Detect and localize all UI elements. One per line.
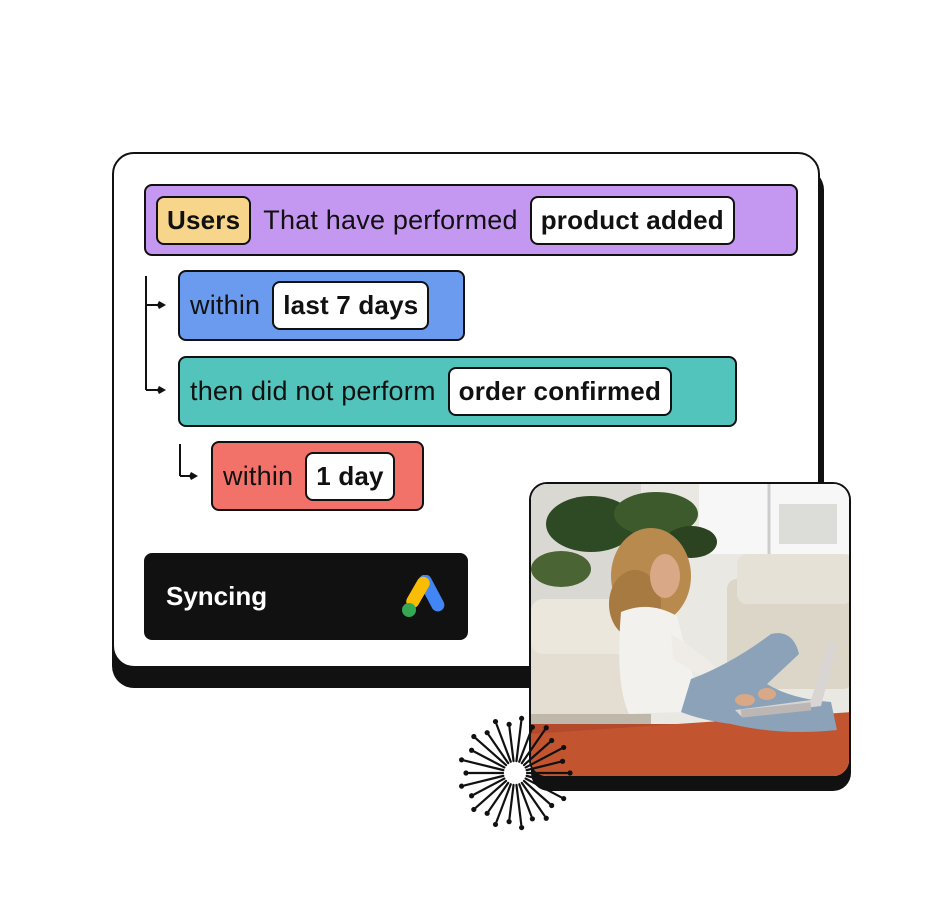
photo-illustration (531, 484, 849, 776)
burst-ray (473, 777, 506, 796)
segment-condition-row: Users That have performed product added (144, 184, 798, 256)
person-with-laptop-photo (529, 482, 851, 778)
burst-dot (543, 815, 549, 821)
burst-dot (561, 795, 567, 802)
burst-ray (520, 781, 546, 817)
time-window-row-2: within 1 day (211, 441, 424, 511)
burst-dot (529, 816, 535, 822)
burst-dot (484, 810, 490, 816)
burst-ray (463, 759, 505, 772)
time-window-selector[interactable]: last 7 days (272, 281, 430, 330)
starburst-decoration (458, 715, 573, 831)
burst-dot (506, 721, 512, 727)
burst-ray (508, 783, 515, 820)
burst-dot (471, 733, 477, 740)
burst-ray (524, 777, 563, 799)
burst-ray (463, 774, 505, 787)
event-selector-2[interactable]: order confirmed (447, 367, 673, 416)
burst-ray (518, 728, 533, 763)
burst-ray (495, 783, 512, 823)
burst-ray (474, 737, 508, 767)
tree-connector-2 (179, 444, 198, 480)
burst-dot (492, 718, 499, 725)
burst-dot (559, 782, 566, 788)
burst-dot (506, 819, 512, 825)
sync-status-bar[interactable]: Syncing (144, 553, 468, 640)
burst-ray (495, 723, 512, 763)
burst-dot (529, 724, 535, 730)
exclusion-row: then did not perform order confirmed (178, 356, 737, 427)
burst-ray (522, 779, 551, 805)
burst-dot (543, 725, 549, 731)
burst-dot (484, 730, 490, 736)
burst-dot (458, 783, 465, 789)
burst-ray (518, 783, 533, 818)
burst-ray (525, 760, 561, 772)
not-performed-label: then did not perform (190, 376, 436, 406)
event-selector[interactable]: product added (529, 195, 735, 245)
burst-dot (492, 821, 499, 828)
burst-dot (469, 747, 475, 753)
burst-dot (549, 737, 555, 744)
burst-ray (508, 726, 515, 763)
burst-dot (561, 744, 567, 751)
performed-label: That have performed (263, 204, 518, 235)
burst-dot (519, 715, 525, 722)
burst-ray (525, 774, 561, 786)
time-window-selector-2[interactable]: 1 day (305, 451, 395, 501)
within-label: within (190, 290, 261, 320)
burst-dot (549, 802, 555, 809)
burst-dot (559, 758, 566, 764)
burst-dot (471, 806, 477, 813)
subject-badge[interactable]: Users (156, 195, 252, 245)
burst-ray (474, 779, 508, 809)
burst-dot (519, 824, 525, 831)
burst-ray (473, 750, 506, 769)
burst-ray (515, 720, 523, 763)
sync-status-label: Syncing (166, 581, 268, 611)
burst-dot (458, 757, 465, 763)
burst-dot (567, 770, 573, 776)
burst-ray (524, 747, 563, 769)
burst-ray (522, 741, 551, 767)
burst-ray (487, 781, 510, 812)
burst-ray (487, 734, 510, 765)
within-label-2: within (223, 460, 294, 491)
burst-dot (469, 793, 475, 799)
google-ads-icon (402, 574, 445, 617)
time-window-row: within last 7 days (178, 270, 465, 341)
burst-dot (463, 770, 469, 776)
burst-ray (515, 783, 523, 826)
tree-connector (145, 276, 166, 394)
burst-ray (520, 729, 546, 765)
